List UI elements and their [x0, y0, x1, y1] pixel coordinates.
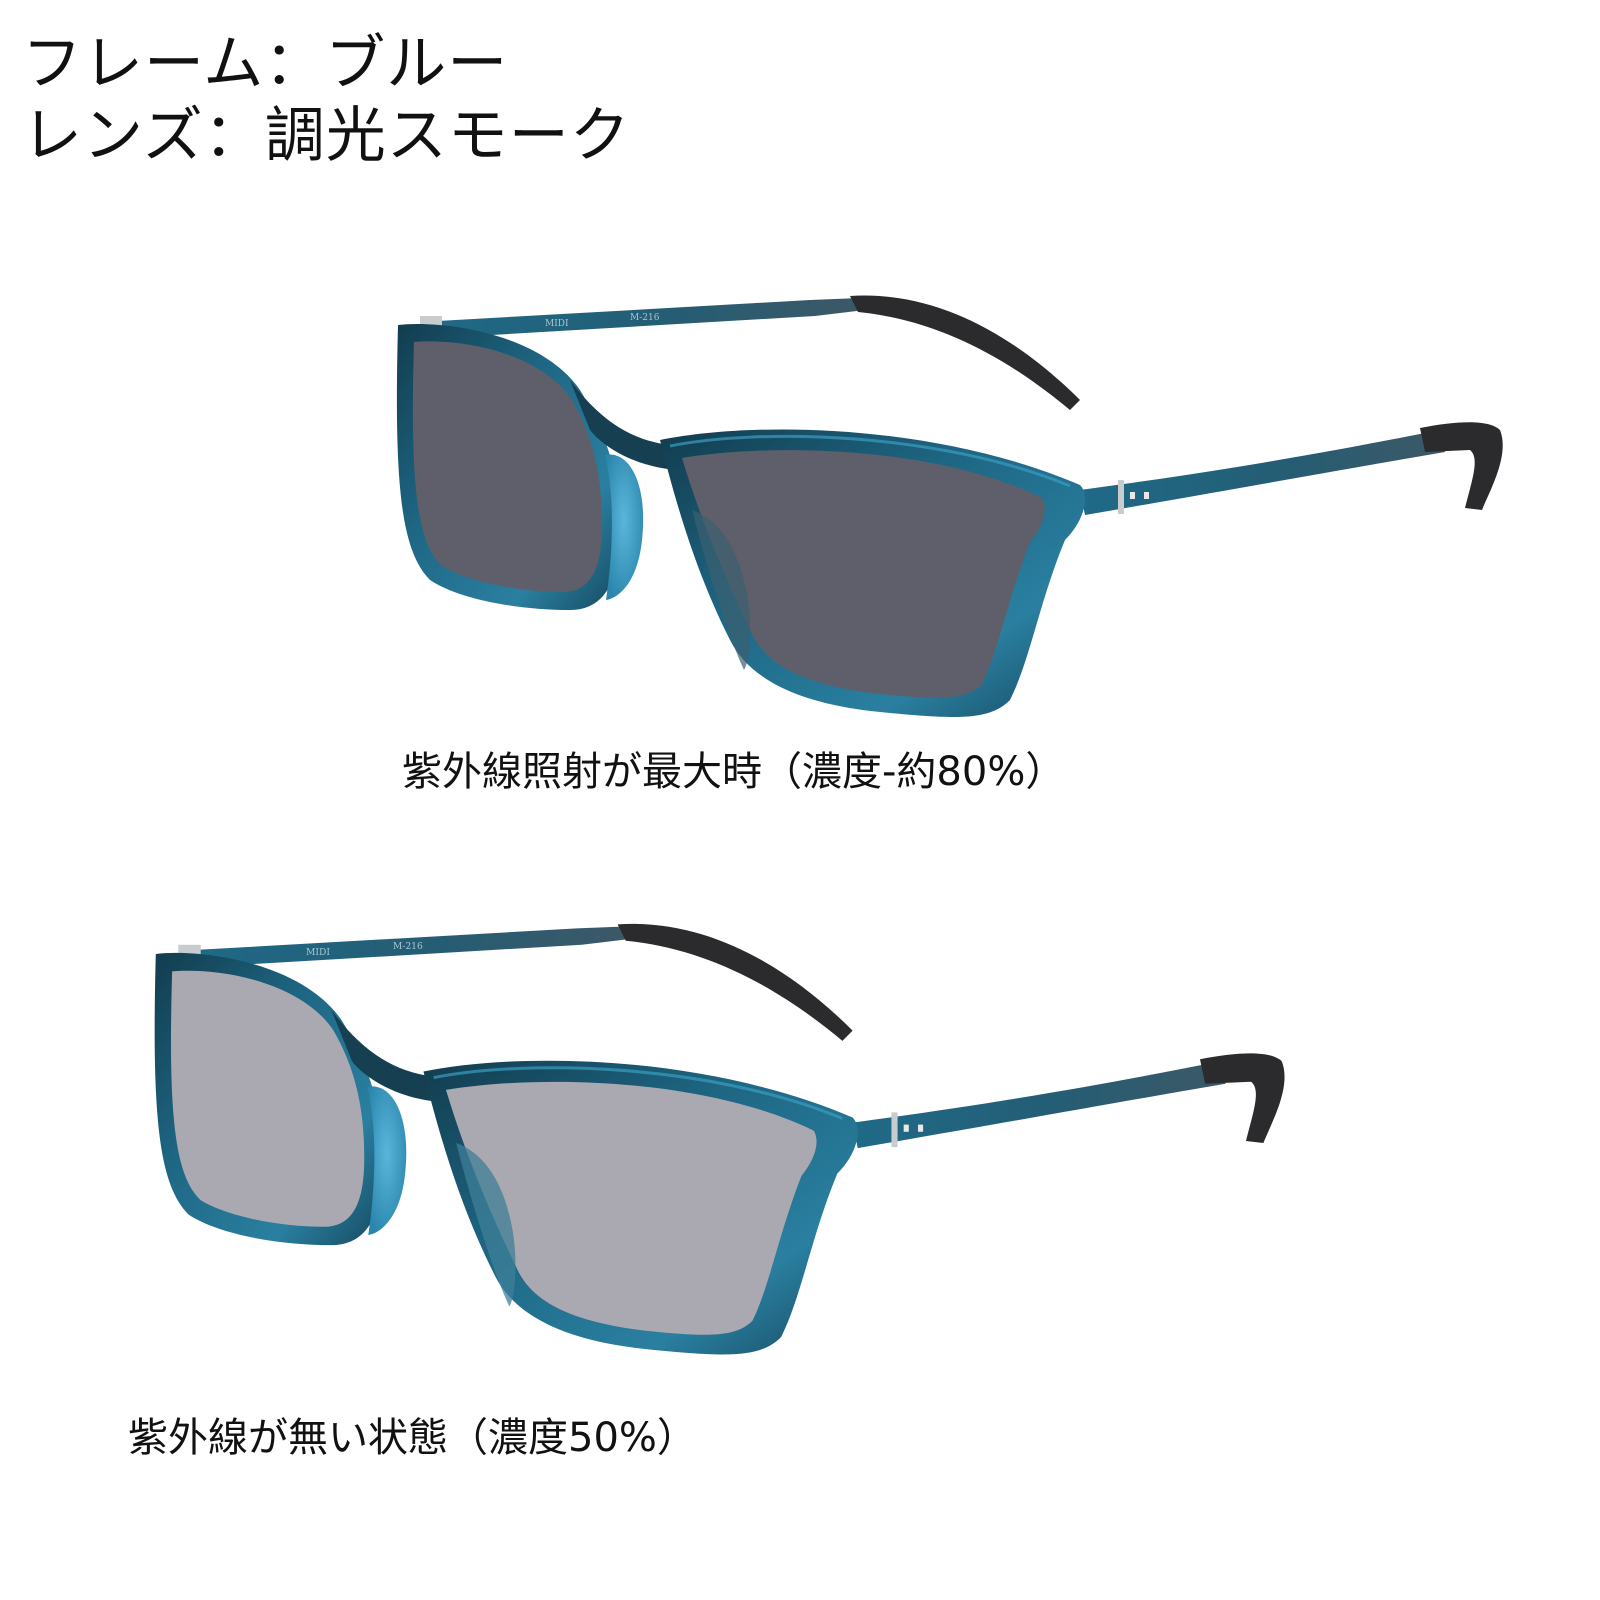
bridge	[331, 1010, 444, 1103]
nose-pad	[605, 454, 644, 600]
temple-model-text: M-216	[393, 941, 423, 952]
far-temple-arm	[178, 926, 633, 968]
caption-uv-max: 紫外線照射が最大時（濃度-約80%）	[402, 749, 1066, 795]
near-temple-arm	[852, 1061, 1226, 1149]
nose-pad-reflection	[456, 1143, 516, 1307]
near-hinge	[1118, 480, 1124, 514]
temple-brand-text: MIDI	[545, 319, 569, 329]
eyeglasses-illustration: MIDI M-216	[396, 295, 1503, 717]
nose-pad	[367, 1086, 407, 1235]
temple-model-text: M-216	[630, 313, 660, 323]
near-temple-tip	[1420, 422, 1503, 510]
far-temple-arm	[420, 298, 865, 338]
glasses-photo-uv-max: MIDI M-216	[380, 280, 1540, 740]
near-temple-tip	[1200, 1053, 1285, 1143]
left-lens	[170, 970, 365, 1227]
far-temple-tip	[617, 923, 853, 1041]
right-lens	[445, 1081, 817, 1335]
far-temple-tip	[850, 295, 1080, 410]
caption-uv-none: 紫外線が無い状態（濃度50%）	[128, 1415, 697, 1461]
eyeglasses-illustration: MIDI M-216	[154, 923, 1285, 1355]
frame-highlight	[433, 1066, 843, 1120]
temple-brand-text: MIDI	[306, 947, 330, 958]
frame-color-label: フレーム：ブルー	[22, 29, 509, 99]
frame-highlight	[669, 434, 1071, 488]
glasses-photo-uv-none: MIDI M-216	[110, 908, 1350, 1378]
near-hinge	[891, 1112, 898, 1148]
near-temple-arm	[1080, 430, 1445, 515]
right-lens	[682, 450, 1045, 698]
lens-type-label: レンズ：調光スモーク	[22, 101, 631, 171]
bridge	[570, 380, 680, 470]
nose-pad-reflection	[692, 510, 751, 670]
product-spec-header: フレーム：ブルー レンズ：調光スモーク	[22, 28, 631, 172]
left-lens	[412, 341, 602, 592]
